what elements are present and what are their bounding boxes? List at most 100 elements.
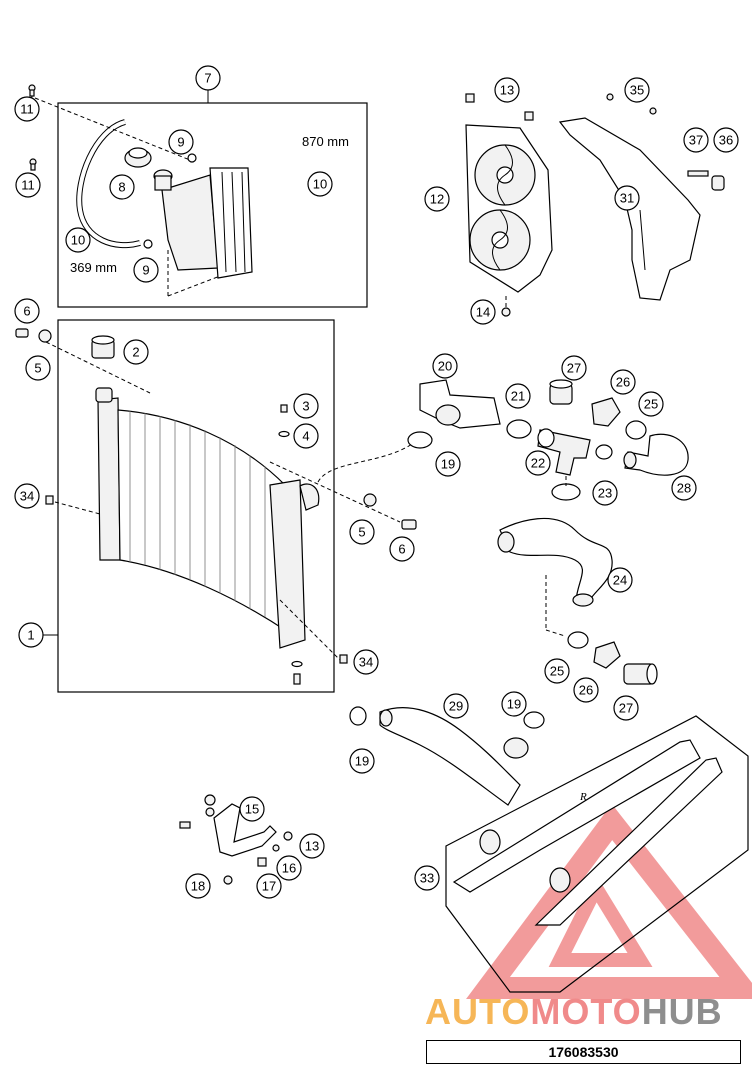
callout-19b: 19 xyxy=(501,691,527,717)
callout-25b: 25 xyxy=(544,658,570,684)
callout-12: 12 xyxy=(424,186,450,212)
callout-3: 3 xyxy=(293,393,319,419)
hose-24 xyxy=(497,517,613,607)
callout-circle xyxy=(432,353,458,379)
callout-24: 24 xyxy=(607,567,633,593)
callout-circle xyxy=(293,423,319,449)
thermostat-housing-26-top xyxy=(591,397,621,427)
callout-number: 33 xyxy=(420,871,434,886)
callout-number: 20 xyxy=(438,359,452,374)
hose-length-870: 870 mm xyxy=(302,134,349,149)
callout-circle xyxy=(501,691,527,717)
watermark-logo: AUTOMOTOHUB xyxy=(425,992,745,1032)
callout-circle xyxy=(561,355,587,381)
callout-circle xyxy=(671,475,697,501)
callout-5b: 5 xyxy=(349,519,375,545)
fan-assembly xyxy=(465,124,553,293)
callout-number: 34 xyxy=(20,489,34,504)
callout-33: 33 xyxy=(414,865,440,891)
callout-6b: 6 xyxy=(389,536,415,562)
callout-circle xyxy=(168,129,194,155)
callout-36: 36 xyxy=(713,127,739,153)
callout-circle xyxy=(494,77,520,103)
callout-19c: 19 xyxy=(349,748,375,774)
callout-34b: 34 xyxy=(353,649,379,675)
callout-number: 27 xyxy=(567,361,581,376)
callout-5a: 5 xyxy=(25,355,51,381)
callout-number: 16 xyxy=(282,861,296,876)
guard-33: R xyxy=(452,739,723,926)
callout-number: 25 xyxy=(550,664,564,679)
callout-number: 7 xyxy=(204,71,211,86)
expansion-tank-frame xyxy=(57,102,368,308)
callout-number: 4 xyxy=(302,429,309,444)
callout-number: 23 xyxy=(598,486,612,501)
callout-circle xyxy=(299,833,325,859)
expansion-tank xyxy=(153,167,253,279)
watermark-triangle xyxy=(466,803,752,999)
callout-circle xyxy=(424,186,450,212)
callout-14: 14 xyxy=(470,299,496,325)
callout-7: 7 xyxy=(195,65,221,91)
callout-circle xyxy=(123,339,149,365)
radiator-filler-cap xyxy=(91,335,115,359)
callout-number: 15 xyxy=(245,802,259,817)
callout-circle xyxy=(256,873,282,899)
callout-circle xyxy=(239,796,265,822)
callout-number: 9 xyxy=(142,263,149,278)
callout-26b: 26 xyxy=(573,677,599,703)
hose-28 xyxy=(623,433,689,476)
callout-circle xyxy=(573,677,599,703)
callout-circle xyxy=(15,172,41,198)
callout-number: 17 xyxy=(262,879,276,894)
callout-circle xyxy=(307,171,333,197)
callout-circle xyxy=(443,693,469,719)
callout-number: 8 xyxy=(118,180,125,195)
callout-4: 4 xyxy=(293,423,319,449)
svg-text:R: R xyxy=(579,791,587,803)
callout-1: 1 xyxy=(18,622,44,648)
callout-number: 19 xyxy=(355,754,369,769)
callout-circle xyxy=(349,748,375,774)
callout-11a: 11 xyxy=(14,96,40,122)
callout-number: 34 xyxy=(359,655,373,670)
radiator-frame xyxy=(57,319,335,693)
callout-27b: 27 xyxy=(613,695,639,721)
callout-circle xyxy=(349,519,375,545)
callout-circle xyxy=(613,695,639,721)
hose-20 xyxy=(419,379,501,429)
callout-26a: 26 xyxy=(610,369,636,395)
callout-28: 28 xyxy=(671,475,697,501)
hose-29 xyxy=(379,707,529,806)
callout-number: 18 xyxy=(191,879,205,894)
callout-circle xyxy=(185,873,211,899)
callout-13b: 13 xyxy=(299,833,325,859)
callout-circle xyxy=(389,536,415,562)
callout-27a: 27 xyxy=(561,355,587,381)
callout-number: 14 xyxy=(476,305,490,320)
callout-11b: 11 xyxy=(15,172,41,198)
y-piece-22 xyxy=(537,428,591,476)
callout-37: 37 xyxy=(683,127,709,153)
callout-number: 26 xyxy=(616,375,630,390)
callout-10b: 10 xyxy=(65,227,91,253)
callout-15: 15 xyxy=(239,796,265,822)
callout-circle xyxy=(638,391,664,417)
callout-34a: 34 xyxy=(14,483,40,509)
tank-cap xyxy=(124,147,152,168)
callout-13a: 13 xyxy=(494,77,520,103)
callout-number: 24 xyxy=(613,573,627,588)
callout-circle xyxy=(624,77,650,103)
callout-number: 27 xyxy=(619,701,633,716)
callout-18: 18 xyxy=(185,873,211,899)
callout-circle xyxy=(610,369,636,395)
callout-number: 2 xyxy=(132,345,139,360)
callout-circle xyxy=(14,298,40,324)
callout-number: 10 xyxy=(313,177,327,192)
callout-35: 35 xyxy=(624,77,650,103)
callout-number: 25 xyxy=(644,397,658,412)
callout-circle xyxy=(505,383,531,409)
lower-frame xyxy=(445,715,749,993)
callout-16: 16 xyxy=(276,855,302,881)
